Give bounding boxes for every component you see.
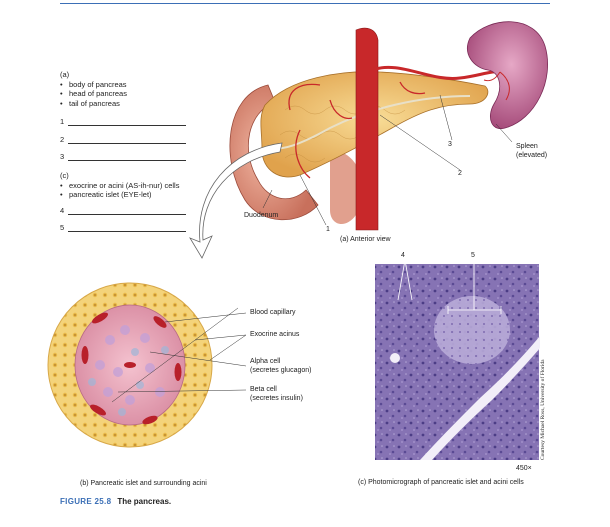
alpha-cell-label: Alpha cell (secretes glucagon) [250,358,311,375]
spleen-label-text: Spleen [516,143,547,152]
panel-c-caption: (c) Photomicrograph of pancreatic islet … [358,479,524,486]
alpha-cell-note: (secretes glucagon) [250,367,311,376]
spleen-label-note: (elevated) [516,152,547,161]
micrograph-islet [434,296,510,364]
figure-caption: FIGURE 25.8 The pancreas. [60,497,171,506]
anterior-view-illustration [230,22,548,230]
aorta [356,28,378,230]
photo-credit: Courtesy Michael Ross, University of Flo… [540,359,546,460]
alpha-cell-text: Alpha cell [250,358,311,367]
label-number-3: 3 [448,141,452,150]
figure-title: The pancreas. [117,497,171,506]
magnification-label: 450× [516,465,532,474]
label-number-2: 2 [458,170,462,179]
beta-cell-note: (secretes insulin) [250,395,303,404]
label-number-1: 1 [326,226,330,235]
exocrine-acinus-label: Exocrine acinus [250,331,299,340]
panel-a-caption: (a) Anterior view [340,236,391,243]
islet-illustration [48,283,246,447]
spleen-label: Spleen (elevated) [516,143,547,160]
blood-capillary-label: Blood capillary [250,309,296,318]
label-number-4: 4 [401,252,405,261]
label-number-5: 5 [471,252,475,261]
panel-b-caption: (b) Pancreatic islet and surrounding aci… [80,480,207,487]
photomicrograph [375,258,540,460]
duodenum-label: Duodenum [244,212,278,221]
beta-cell-text: Beta cell [250,386,303,395]
beta-cell-label: Beta cell (secretes insulin) [250,386,303,403]
figure-number: FIGURE 25.8 [60,497,111,506]
